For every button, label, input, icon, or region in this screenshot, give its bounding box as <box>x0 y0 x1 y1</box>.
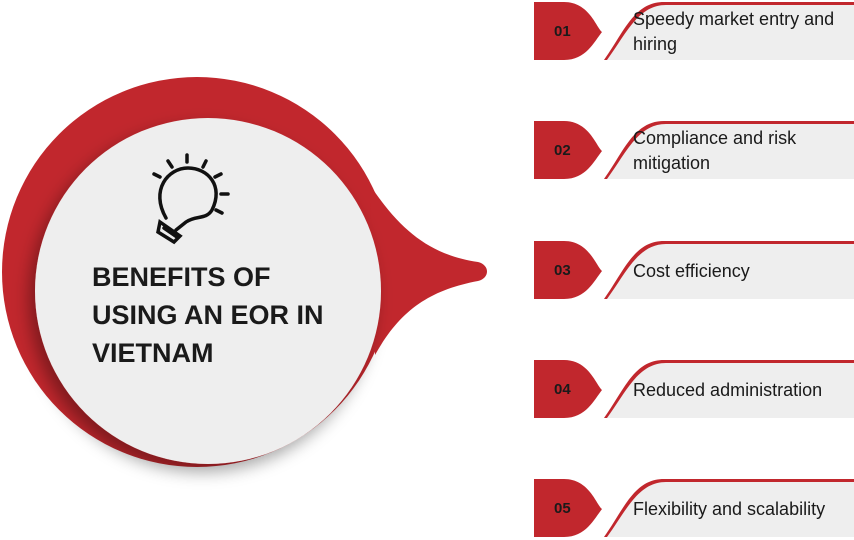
benefit-item: 03 Cost efficiency <box>534 241 854 301</box>
benefit-number: 04 <box>554 381 571 398</box>
benefit-tab-shape <box>534 121 854 179</box>
benefit-label: Reduced administration <box>633 379 823 400</box>
benefit-item: 04 Reduced administration <box>534 360 854 420</box>
benefit-tab-shape <box>534 2 854 60</box>
benefit-tab-shape <box>534 241 854 299</box>
benefit-label: Cost efficiency <box>633 260 750 281</box>
benefit-label: Speedy market entry and hiring <box>633 9 835 54</box>
benefit-number: 05 <box>554 500 571 517</box>
page-title: BENEFITS OF USING AN EOR IN VIETNAM <box>92 262 324 368</box>
benefit-tab-shape <box>534 479 854 537</box>
benefit-label: Compliance and risk mitigation <box>633 128 797 173</box>
benefit-item: 01 Speedy market entry and hiring <box>534 2 854 62</box>
lightbulb-icon <box>152 153 230 245</box>
benefit-tab-shape <box>534 360 854 418</box>
benefit-label: Flexibility and scalability <box>633 498 826 519</box>
benefit-number: 01 <box>554 23 571 40</box>
benefit-item: 05 Flexibility and scalability <box>534 479 854 539</box>
benefit-number: 03 <box>554 262 571 279</box>
benefit-number: 02 <box>554 142 571 159</box>
benefit-item: 02 Compliance and risk mitigation <box>534 121 854 181</box>
